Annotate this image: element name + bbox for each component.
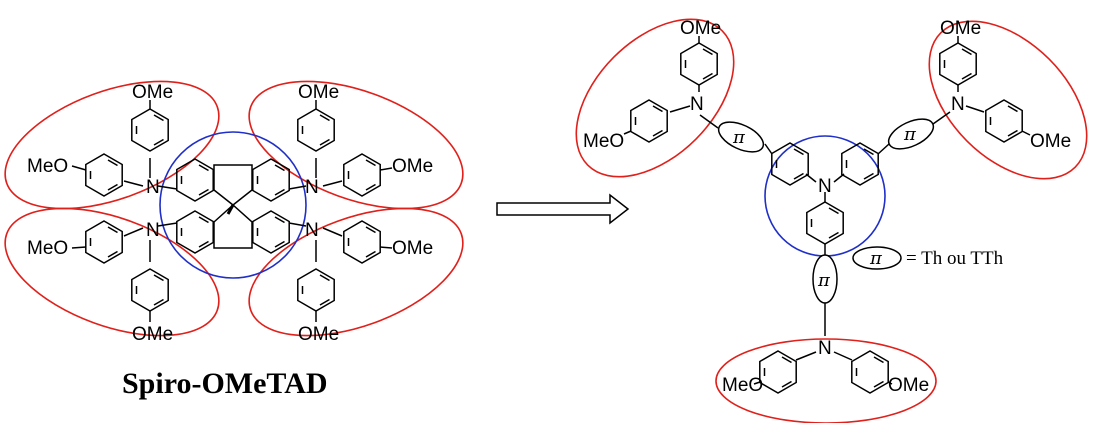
ome-upper-right: OMe — [392, 156, 433, 177]
anisyl-ring — [851, 350, 889, 394]
ome-bottom-left: OMe — [132, 324, 173, 345]
core-ring — [252, 210, 290, 254]
core-ring — [176, 210, 214, 254]
ome-bottom-right: OMe — [298, 324, 339, 345]
anisyl-ring — [131, 108, 169, 152]
pi-bridge-label: π — [817, 270, 831, 291]
ome-top-left: OMe — [132, 82, 173, 103]
n-atom-label: N — [818, 176, 832, 197]
ome-lower-right: OMe — [392, 238, 433, 259]
meo-bottom-arm: MeO — [722, 375, 763, 396]
n-atom-label: N — [690, 94, 704, 115]
core-ring — [771, 142, 809, 186]
core-ring — [213, 203, 253, 249]
bottom-arm-ellipse — [715, 338, 937, 423]
anisyl-ring — [297, 108, 335, 152]
core-ring — [252, 158, 290, 202]
meo-upper-left-arm: MeO — [583, 131, 624, 152]
ome-right-arm: OMe — [1030, 131, 1071, 152]
n-atom-label: N — [146, 220, 160, 241]
n-atom-label: N — [951, 94, 965, 115]
anisyl-ring — [680, 42, 718, 86]
anisyl-ring — [759, 350, 797, 394]
anisyl-ring — [85, 220, 123, 264]
core-ring — [176, 158, 214, 202]
n-atom-label: N — [818, 338, 832, 359]
spiro-core-circle — [159, 131, 307, 279]
pi-bridge-legend: π = Th ou TTh — [852, 246, 1004, 270]
upper-left-arm-ellipse — [575, 18, 735, 178]
anisyl-ring — [343, 153, 381, 197]
anisyl-ring — [630, 99, 668, 143]
lower-right-ellipse — [248, 207, 464, 337]
anisyl-ring — [297, 268, 335, 312]
ome-upper-right-arm: OMe — [940, 18, 981, 39]
anisyl-ring — [85, 153, 123, 197]
n-atom-label: N — [305, 220, 319, 241]
n-atom-label: N — [146, 177, 160, 198]
legend-pi-symbol: π — [869, 248, 883, 269]
spiro-ometad-structure: N OMe MeO N OMe MeO N OMe OMe N OMe — [4, 80, 464, 400]
transformation-arrow — [496, 193, 630, 225]
core-ring — [841, 142, 879, 186]
anisyl-ring — [985, 99, 1023, 143]
ome-bottom-arm: OMe — [888, 375, 929, 396]
meo-upper-left: MeO — [27, 156, 68, 177]
anisyl-ring — [939, 42, 977, 86]
target-structure: N π π π N OMe MeO N OMe — [575, 18, 1088, 423]
upper-right-ellipse — [248, 80, 464, 210]
core-ring — [806, 201, 844, 245]
spiro-ometad-title: Spiro-OMeTAD — [122, 367, 328, 400]
n-atom-label: N — [305, 177, 319, 198]
legend-text: = Th ou TTh — [906, 248, 1004, 269]
core-ring — [213, 164, 253, 206]
anisyl-ring — [343, 220, 381, 264]
pi-bridge-label: π — [732, 127, 746, 148]
upper-left-ellipse — [4, 80, 220, 210]
upper-right-arm-ellipse — [928, 20, 1088, 180]
pi-bridge-label: π — [903, 124, 917, 145]
ome-upper-left-arm: OMe — [680, 18, 721, 39]
ome-top-right: OMe — [298, 82, 339, 103]
meo-lower-left: MeO — [27, 238, 68, 259]
lower-left-ellipse — [4, 207, 220, 337]
anisyl-ring — [131, 268, 169, 312]
